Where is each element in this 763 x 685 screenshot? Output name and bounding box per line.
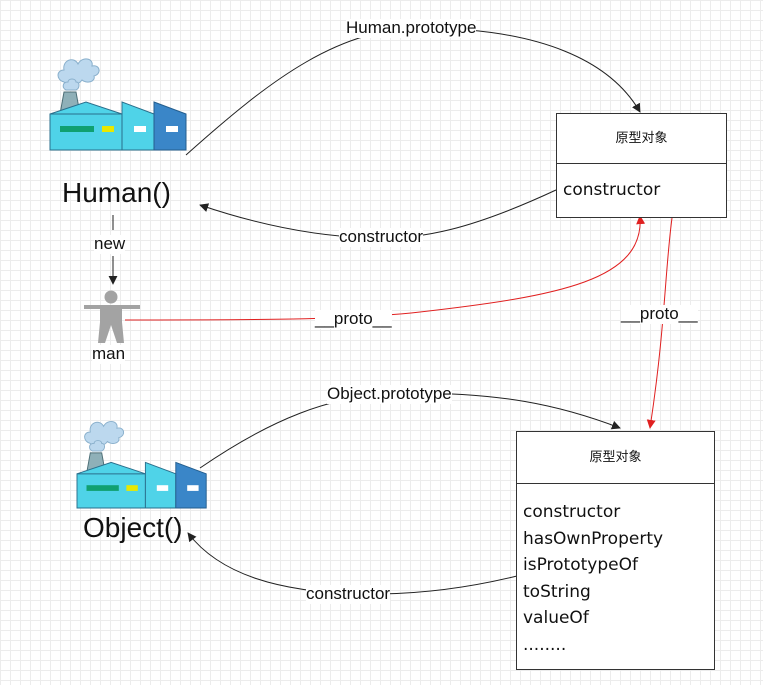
factory-icon xyxy=(76,420,207,509)
constructor-top-label: constructor xyxy=(339,227,424,247)
object-prototype-row: valueOf xyxy=(523,608,589,628)
proto-box-label: __proto__ xyxy=(621,304,698,324)
object-prototype-box-title: 原型对象 xyxy=(517,432,714,484)
object-prototype-row: toString xyxy=(523,581,591,602)
object-prototype-row: hasOwnProperty xyxy=(523,528,664,549)
person-icon xyxy=(84,290,140,343)
object-prototype-label: Object.prototype xyxy=(327,384,452,404)
human-prototype-box: 原型对象 constructor xyxy=(556,113,727,218)
object-prototype-row: ........ xyxy=(523,634,567,655)
object-prototype-row: constructor xyxy=(523,502,621,522)
constructor-bottom-label: constructor xyxy=(306,584,391,604)
edge-proto-man xyxy=(124,215,646,321)
human-prototype-label: Human.prototype xyxy=(346,18,477,38)
object-prototype-row: isPrototypeOf xyxy=(523,555,638,575)
object-prototype-box: 原型对象 constructor hasOwnProperty isProtot… xyxy=(516,431,715,670)
man-label: man xyxy=(92,344,126,364)
factory-icon xyxy=(49,58,187,151)
human-constructor-label: Human() xyxy=(62,177,171,208)
human-prototype-row: constructor xyxy=(563,180,661,200)
human-prototype-box-title: 原型对象 xyxy=(557,114,726,164)
object-constructor-label: Object() xyxy=(83,512,183,543)
new-label: new xyxy=(94,234,126,254)
proto-man-label: __proto__ xyxy=(315,309,392,329)
